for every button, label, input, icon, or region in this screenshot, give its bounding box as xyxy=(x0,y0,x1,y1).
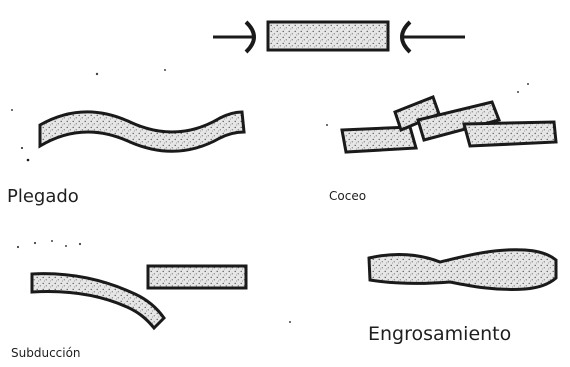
thickened-band xyxy=(369,250,556,290)
subduction-diagram xyxy=(17,240,291,328)
thrust-piece-left xyxy=(342,127,416,152)
label-plegado: Plegado xyxy=(7,188,79,206)
fold-diagram xyxy=(11,69,244,161)
arrow-right-icon xyxy=(213,22,254,52)
compression-diagram xyxy=(213,22,465,52)
label-coceo: Coceo xyxy=(329,190,366,202)
label-subduccion: Subducción xyxy=(11,347,81,359)
subducting-band xyxy=(32,274,164,328)
thrust-diagram xyxy=(326,91,556,152)
thrust-piece-right xyxy=(464,122,556,146)
label-engrosamiento: Engrosamiento xyxy=(368,325,511,344)
arrow-left-icon xyxy=(402,22,465,52)
overriding-band xyxy=(148,266,246,288)
crust-block xyxy=(268,22,388,50)
folded-band xyxy=(40,112,244,151)
